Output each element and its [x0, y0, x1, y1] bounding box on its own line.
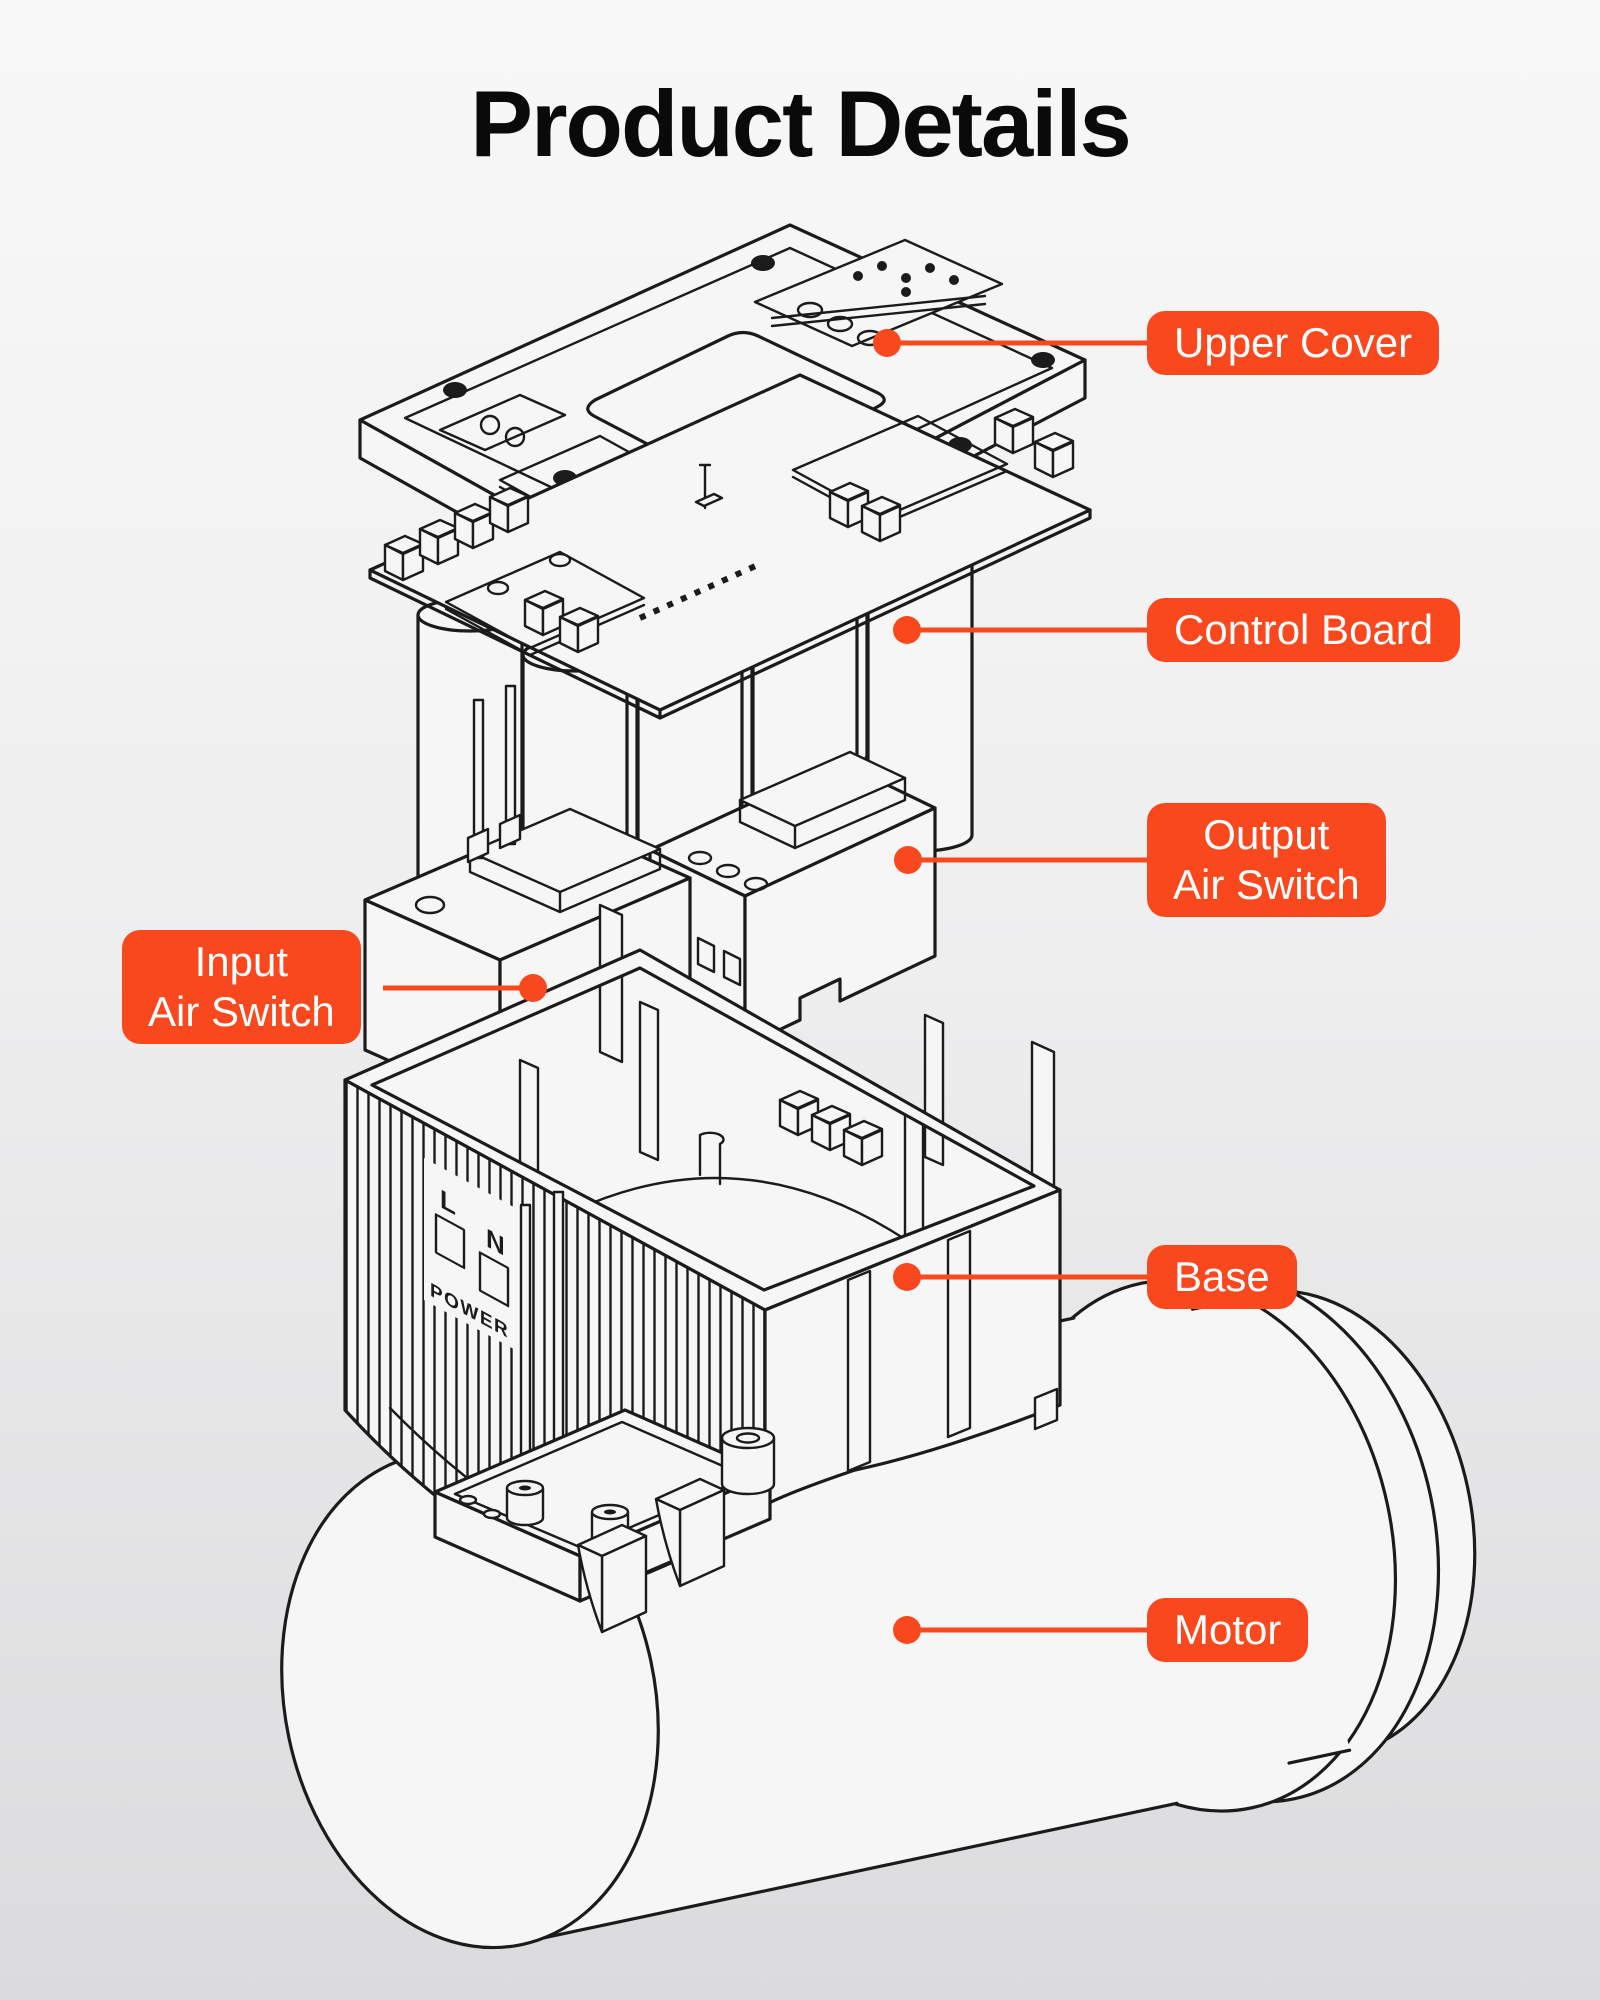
leader-upper-cover	[873, 329, 1150, 357]
callout-upper-cover: Upper Cover	[1147, 311, 1440, 375]
callout-control-board: Control Board	[1147, 598, 1461, 662]
power-n-marking: N	[486, 1223, 505, 1262]
screw-hole	[1031, 352, 1055, 368]
callout-leaders	[383, 329, 1150, 1644]
callout-label: Air Switch	[1173, 861, 1360, 908]
cover-label-plate	[438, 393, 567, 452]
input-switch-pins	[466, 684, 522, 864]
screw-hole	[443, 382, 467, 398]
motor-wedge-blocks	[576, 1477, 726, 1634]
callout-label: Upper Cover	[1174, 319, 1413, 366]
base-slat	[598, 903, 624, 1064]
callout-label: Base	[1174, 1253, 1270, 1300]
callout-output-air-switch: Output Air Switch	[1147, 803, 1386, 917]
power-l-marking: L	[440, 1183, 456, 1221]
screw-hole	[751, 255, 775, 271]
callout-label: Output	[1203, 811, 1330, 858]
callout-label: Motor	[1174, 1606, 1282, 1653]
display-cutout	[586, 330, 886, 485]
motor-mounting-plate	[433, 1190, 776, 1634]
leader-motor	[893, 1616, 1150, 1644]
leader-base	[893, 1263, 1150, 1291]
base-right-wall	[763, 1188, 1062, 1507]
button-panel	[753, 238, 1004, 348]
page-title: Product Details	[470, 71, 1132, 176]
base-slat	[923, 1013, 945, 1167]
leader-control-board	[893, 616, 1150, 644]
leader-input-air-switch	[383, 974, 547, 1002]
callout-motor: Motor	[1147, 1598, 1309, 1662]
callout-label: Control Board	[1174, 606, 1434, 653]
callout-label: Input	[194, 938, 289, 985]
callout-label: Air Switch	[148, 988, 335, 1035]
leader-output-air-switch	[894, 846, 1150, 874]
callout-input-air-switch: Input Air Switch	[122, 930, 361, 1044]
motor-stud-large	[720, 1426, 776, 1496]
callout-base: Base	[1147, 1245, 1297, 1309]
pcb-cutout-left	[444, 550, 646, 650]
